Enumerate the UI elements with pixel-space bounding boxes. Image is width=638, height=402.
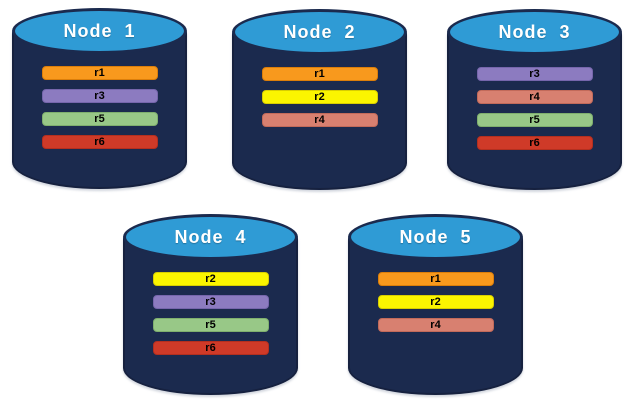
node-3-title: Node 3 bbox=[498, 22, 571, 42]
node-5-cylinder-top: Node 5 bbox=[348, 214, 523, 260]
node-4-cylinder-top: Node 4 bbox=[123, 214, 298, 260]
node-1-cylinder: Node 1 r1 r3 r5 r6 bbox=[12, 8, 187, 189]
node-1-title: Node 1 bbox=[63, 21, 136, 41]
node-2-cylinder-body bbox=[232, 32, 407, 190]
replica-bar: r1 bbox=[261, 67, 378, 81]
node-2-cylinder: Node 2 r1 r2 r4 bbox=[232, 9, 407, 190]
node-5-title: Node 5 bbox=[399, 227, 472, 247]
replica-bar: r3 bbox=[152, 295, 269, 309]
replica-bar: r2 bbox=[377, 295, 494, 309]
node-4-cylinder-body bbox=[123, 237, 298, 395]
replica-bar: r5 bbox=[41, 112, 158, 126]
node-3-cylinder-body bbox=[447, 32, 622, 190]
node-3-cylinder: Node 3 r3 r4 r5 r6 bbox=[447, 9, 622, 190]
replica-bar: r6 bbox=[152, 341, 269, 355]
node-2-replica-list: r1 r2 r4 bbox=[232, 67, 407, 127]
replica-bar: r3 bbox=[476, 67, 593, 81]
replica-bar: r2 bbox=[152, 272, 269, 286]
node-1-cylinder-top: Node 1 bbox=[12, 8, 187, 54]
replica-bar: r4 bbox=[261, 113, 378, 127]
node-5-cylinder: Node 5 r1 r2 r4 bbox=[348, 214, 523, 395]
node-3-replica-list: r3 r4 r5 r6 bbox=[447, 67, 622, 150]
node-5-cylinder-body bbox=[348, 237, 523, 395]
node-2-title: Node 2 bbox=[283, 22, 356, 42]
node-4-cylinder: Node 4 r2 r3 r5 r6 bbox=[123, 214, 298, 395]
replica-bar: r3 bbox=[41, 89, 158, 103]
replica-bar: r1 bbox=[41, 66, 158, 80]
replica-bar: r5 bbox=[476, 113, 593, 127]
replica-bar: r4 bbox=[377, 318, 494, 332]
replica-bar: r6 bbox=[41, 135, 158, 149]
node-5-replica-list: r1 r2 r4 bbox=[348, 272, 523, 332]
replica-bar: r4 bbox=[476, 90, 593, 104]
replica-bar: r6 bbox=[476, 136, 593, 150]
node-4-replica-list: r2 r3 r5 r6 bbox=[123, 272, 298, 355]
replica-bar: r1 bbox=[377, 272, 494, 286]
node-4-title: Node 4 bbox=[174, 227, 247, 247]
replica-bar: r2 bbox=[261, 90, 378, 104]
node-1-replica-list: r1 r3 r5 r6 bbox=[12, 66, 187, 149]
node-2-cylinder-top: Node 2 bbox=[232, 9, 407, 55]
node-3-cylinder-top: Node 3 bbox=[447, 9, 622, 55]
replica-bar: r5 bbox=[152, 318, 269, 332]
